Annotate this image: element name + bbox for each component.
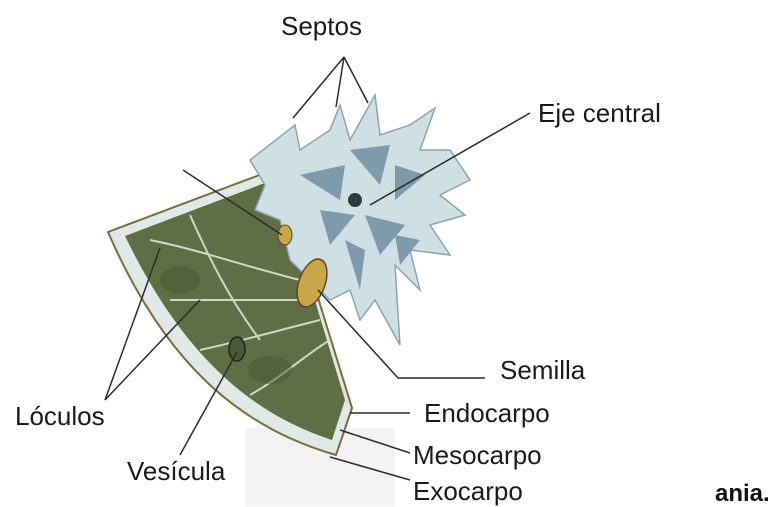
label-septos: Septos xyxy=(281,13,362,39)
label-vesicula: Vesícula xyxy=(127,458,225,484)
segment-shade-2 xyxy=(248,356,292,384)
label-eje-central: Eje central xyxy=(538,100,661,126)
label-endocarpo: Endocarpo xyxy=(424,400,550,426)
segment-shade xyxy=(160,266,200,294)
axis-core xyxy=(348,193,362,207)
label-semilla: Semilla xyxy=(500,357,585,383)
vesicle-blob xyxy=(229,337,245,361)
label-exocarpo: Exocarpo xyxy=(413,478,523,504)
seed-small xyxy=(278,225,292,245)
cropped-caption-text: ania. xyxy=(715,482,770,506)
label-loculos: Lóculos xyxy=(15,403,105,429)
label-mesocarpo: Mesocarpo xyxy=(413,442,542,468)
